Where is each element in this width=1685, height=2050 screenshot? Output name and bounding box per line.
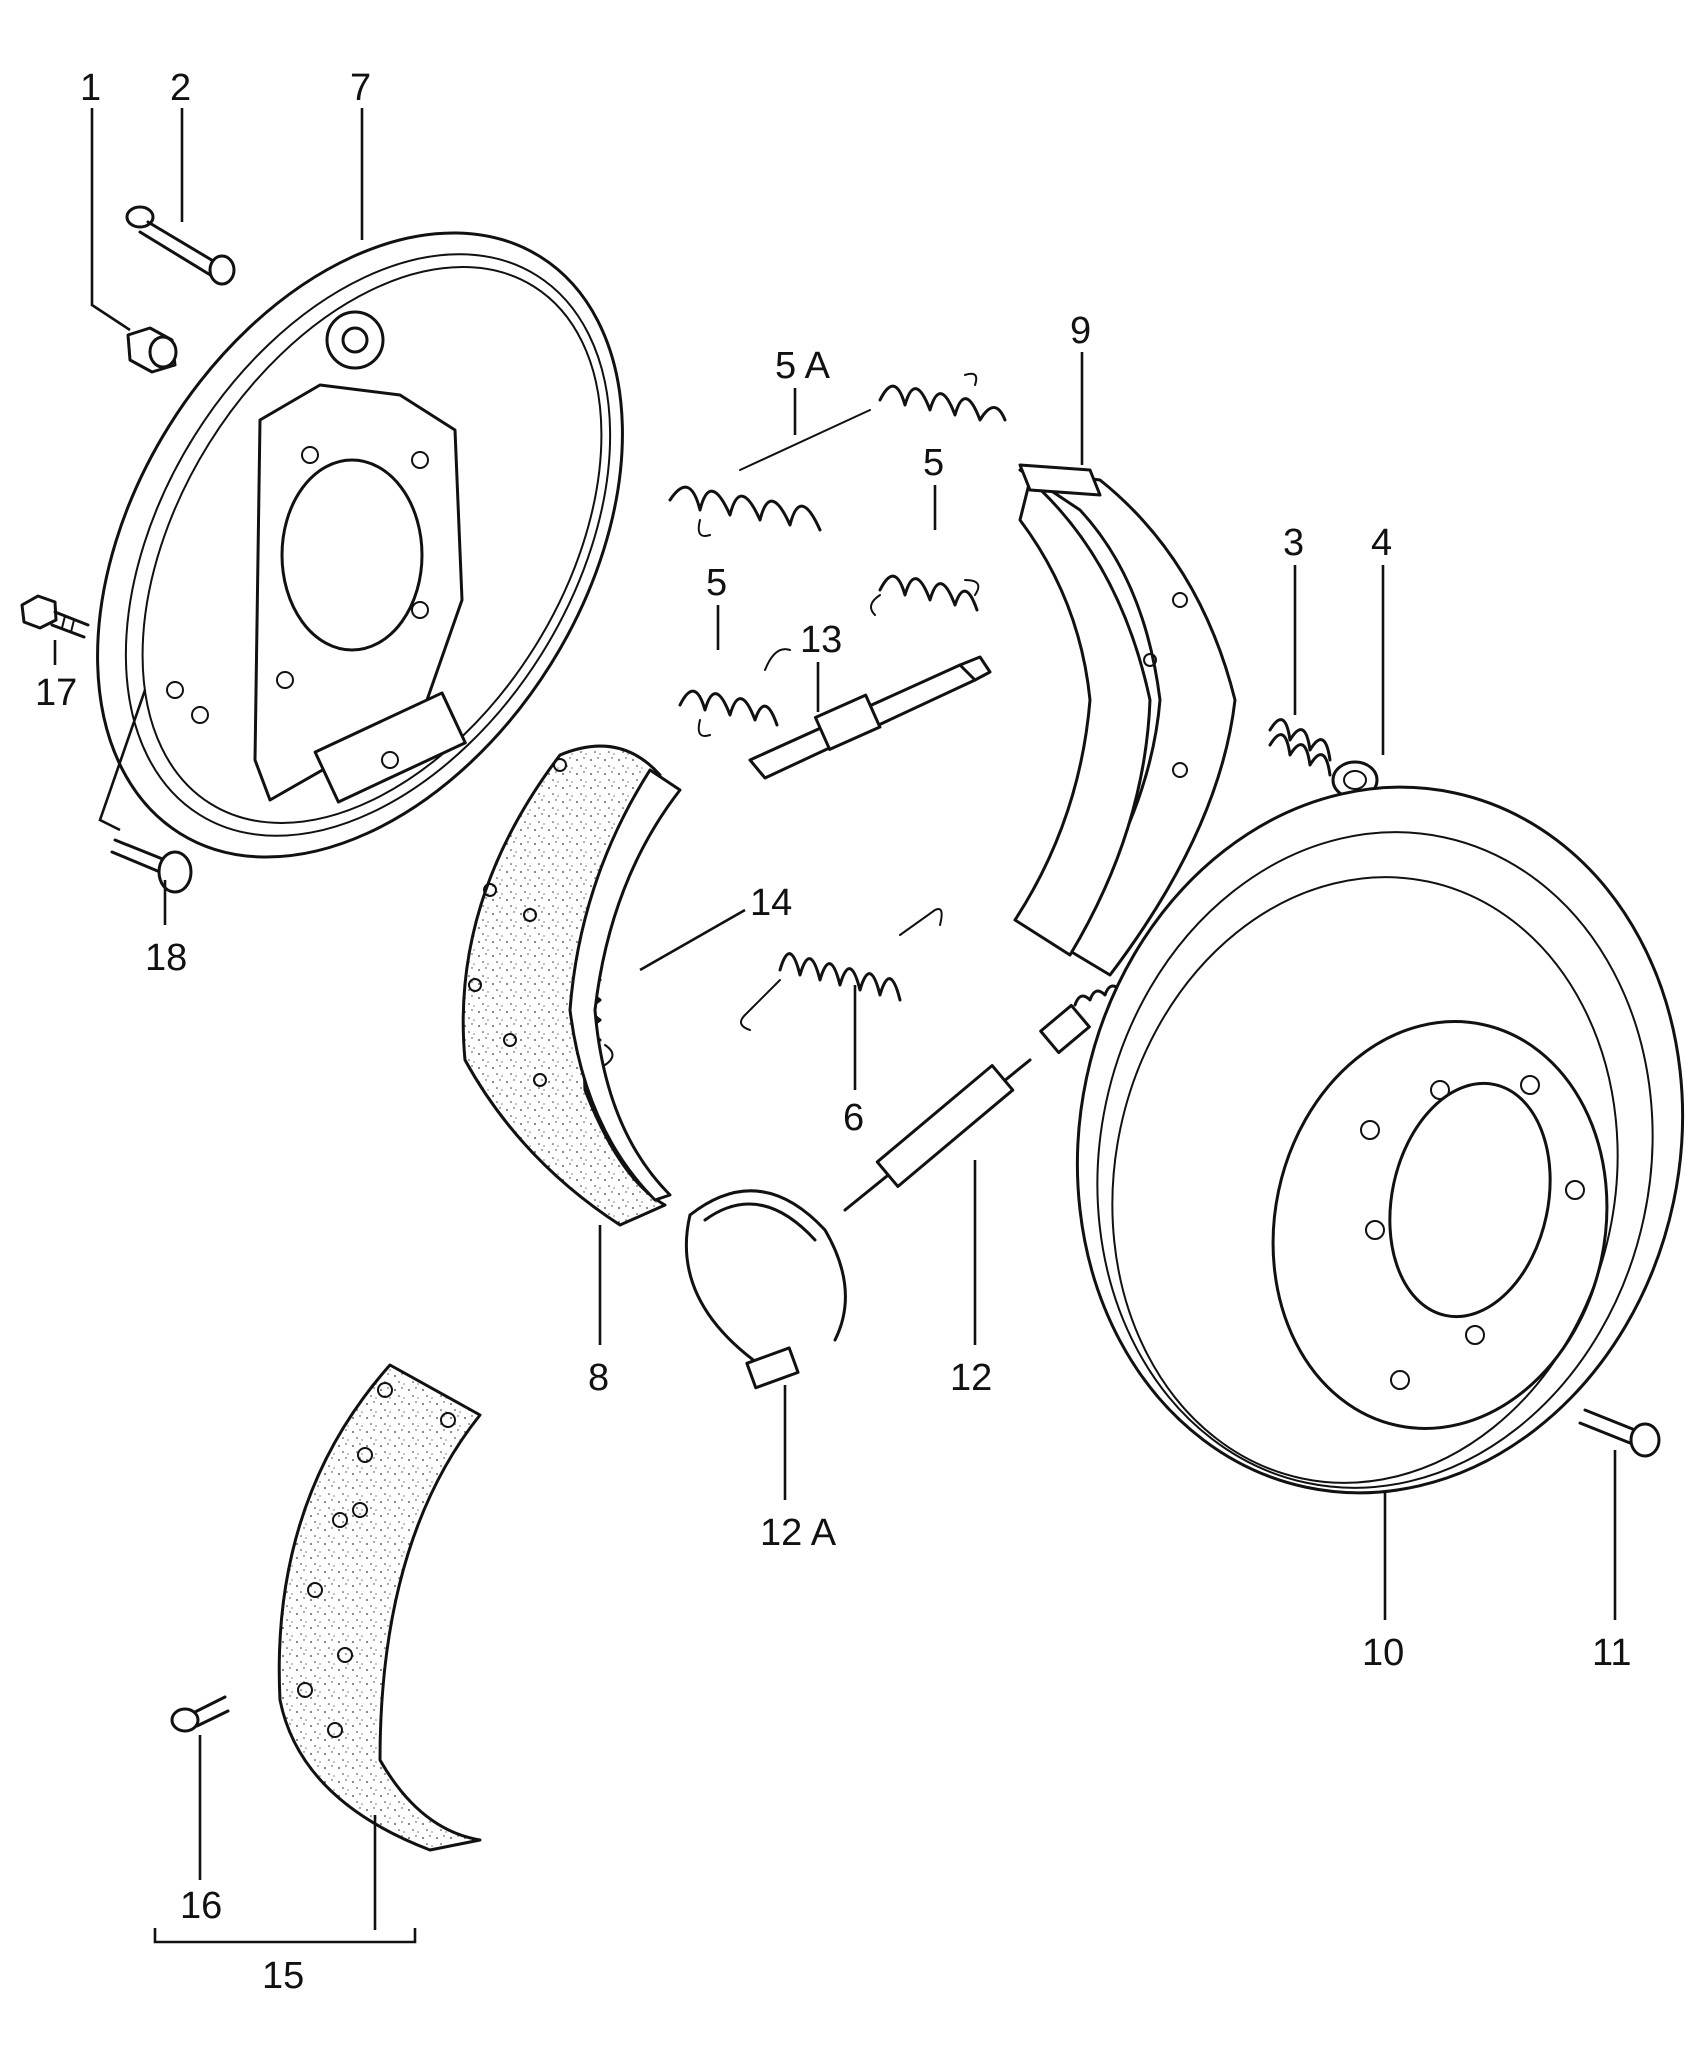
callout-6: 6	[843, 1097, 864, 1139]
callout-12a: 12 A	[760, 1512, 837, 1554]
callout-4: 4	[1371, 522, 1392, 564]
callout-5-lower: 5	[706, 562, 727, 604]
rivet-16	[172, 1697, 228, 1731]
adjuster-13	[750, 657, 990, 778]
callout-14: 14	[750, 882, 792, 924]
spring-5-lower	[680, 649, 790, 736]
spring-3	[1270, 720, 1330, 775]
bolt-11	[1580, 1410, 1659, 1456]
spring-5-upper	[871, 576, 978, 615]
bolt-17	[22, 596, 88, 637]
callout-5-upper: 5	[923, 442, 944, 484]
callout-8: 8	[588, 1357, 609, 1399]
brake-drum-10	[1013, 730, 1685, 1549]
callout-5a: 5 A	[775, 345, 831, 387]
callout-3: 3	[1283, 522, 1304, 564]
clamp-12a	[686, 1191, 845, 1388]
callout-16: 16	[180, 1885, 222, 1927]
clip-part	[128, 328, 176, 372]
brake-shoe-8	[463, 746, 680, 1225]
callout-11: 11	[1592, 1632, 1631, 1674]
callout-2: 2	[170, 67, 191, 109]
spring-6	[741, 909, 942, 1030]
bolt-part	[127, 207, 234, 284]
brake-lining-15	[279, 1365, 480, 1850]
callout-18: 18	[145, 937, 187, 979]
spring-5a	[670, 374, 1005, 536]
callout-labels: 1 2 7 5 A 9 5 5 13 3 4 17 18 14 6 8 12 1…	[35, 67, 1631, 1997]
backing-plate	[0, 137, 731, 952]
bolt-18	[112, 840, 191, 892]
callout-13: 13	[800, 619, 842, 661]
callout-9: 9	[1070, 310, 1091, 352]
callout-17: 17	[35, 672, 77, 714]
callout-lines	[53, 108, 1617, 1944]
callout-15: 15	[262, 1955, 304, 1997]
callout-1: 1	[80, 67, 101, 109]
brake-shoe-9	[1015, 465, 1235, 975]
callout-7: 7	[350, 67, 371, 109]
callout-12: 12	[950, 1357, 992, 1399]
callout-10: 10	[1362, 1632, 1404, 1674]
